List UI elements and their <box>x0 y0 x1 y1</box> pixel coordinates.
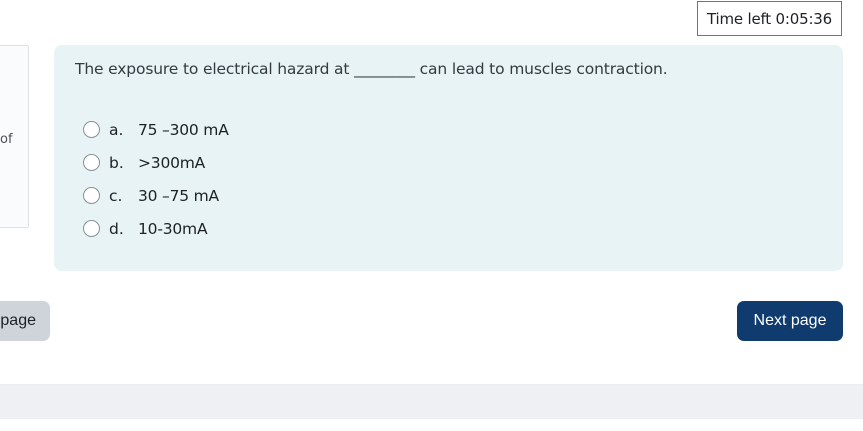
question-info-partial-text: of <box>0 132 13 147</box>
answer-options: a. 75 –300 mA b. >300mA c. 30 –75 mA d. … <box>83 113 229 245</box>
answer-option-c[interactable]: c. 30 –75 mA <box>83 179 229 212</box>
time-left-timer: Time left 0:05:36 <box>697 1 842 36</box>
answer-letter: d. <box>109 219 124 238</box>
question-info-panel <box>0 45 29 228</box>
answer-text: 75 –300 mA <box>138 120 229 139</box>
answer-letter: a. <box>109 120 124 139</box>
next-page-button[interactable]: Next page <box>737 301 843 341</box>
previous-page-button[interactable]: page <box>0 301 50 341</box>
answer-text: >300mA <box>138 153 206 172</box>
footer-band <box>0 384 863 419</box>
answer-letter: b. <box>109 153 124 172</box>
radio-button-b[interactable] <box>83 154 100 171</box>
question-card: The exposure to electrical hazard at ___… <box>54 45 843 271</box>
radio-button-c[interactable] <box>83 187 100 204</box>
answer-text: 30 –75 mA <box>138 186 219 205</box>
timer-label: Time left 0:05:36 <box>707 9 832 28</box>
answer-option-b[interactable]: b. >300mA <box>83 146 229 179</box>
answer-option-a[interactable]: a. 75 –300 mA <box>83 113 229 146</box>
question-text: The exposure to electrical hazard at ___… <box>75 60 668 78</box>
radio-button-a[interactable] <box>83 121 100 138</box>
radio-button-d[interactable] <box>83 220 100 237</box>
answer-option-d[interactable]: d. 10-30mA <box>83 212 229 245</box>
answer-letter: c. <box>109 186 123 205</box>
answer-text: 10-30mA <box>138 219 208 238</box>
